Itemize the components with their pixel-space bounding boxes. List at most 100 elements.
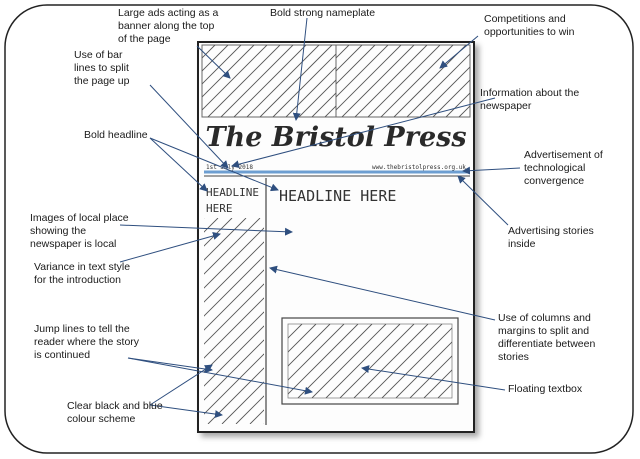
hatch-line bbox=[336, 45, 350, 59]
hatch-line bbox=[354, 45, 428, 117]
hatch-line bbox=[423, 369, 452, 398]
arrow-competitions bbox=[439, 35, 479, 69]
annotation-arrows bbox=[119, 17, 521, 418]
hatch-line bbox=[202, 45, 268, 111]
annotation-columns-margins: Use of columns and margins to split and … bbox=[498, 312, 596, 363]
hatch-line bbox=[204, 218, 261, 275]
hatch-line bbox=[393, 45, 467, 117]
arrow-jump-lines-side bbox=[127, 357, 213, 373]
annotation-bold-headline: Bold headline bbox=[84, 129, 148, 141]
floating-textbox bbox=[281, 317, 459, 405]
banner-ad-right bbox=[335, 44, 471, 118]
arrow-jump-lines-main bbox=[127, 357, 313, 395]
arrow-text-style bbox=[119, 232, 221, 263]
hatch-line bbox=[204, 241, 264, 303]
hatch-line bbox=[298, 79, 336, 117]
annotation-competitions: Competitions and opportunities to win bbox=[484, 13, 575, 38]
issue-date: 1st July 2018 bbox=[206, 164, 253, 171]
annotation-advertising-stories: Advertising stories inside bbox=[508, 225, 594, 250]
local-image-hatching bbox=[204, 218, 264, 424]
hatch-line bbox=[202, 45, 216, 59]
hatch-line bbox=[204, 269, 264, 331]
arrow-colour-scheme-lower bbox=[149, 404, 223, 418]
hatch-line bbox=[297, 324, 373, 398]
annotation-information: Information about the newspaper bbox=[480, 87, 580, 112]
arrow-bold-headline-side bbox=[149, 137, 208, 192]
hatch-line bbox=[204, 339, 264, 401]
annotation-images-local: Images of local place showing the newspa… bbox=[30, 212, 129, 250]
hatch-line bbox=[367, 324, 443, 398]
hatch-line bbox=[367, 45, 441, 117]
hatch-line bbox=[288, 324, 303, 339]
hatch-line bbox=[204, 353, 264, 415]
hatch-line bbox=[336, 45, 363, 72]
hatch-line bbox=[380, 45, 454, 117]
newspaper-page: The Bristol Press 1st July 2018 www.theb… bbox=[197, 41, 475, 433]
arrow-advertising-stories bbox=[457, 175, 509, 226]
arrow-bold-headline-main bbox=[149, 137, 279, 192]
hatch-line bbox=[202, 45, 255, 98]
hatch-line bbox=[336, 45, 376, 85]
banner-ad-right-hatching bbox=[336, 45, 470, 117]
hatch-line bbox=[432, 79, 470, 117]
hatch-line bbox=[325, 324, 401, 398]
hatch-line bbox=[204, 297, 264, 359]
hatch-line bbox=[233, 45, 307, 117]
hatch-line bbox=[288, 324, 331, 367]
headline-main: HEADLINE HERE bbox=[279, 187, 396, 205]
hatch-line bbox=[246, 45, 320, 117]
banner-ad-left-hatching bbox=[202, 45, 336, 117]
hatch-line bbox=[202, 45, 229, 72]
arrow-nameplate bbox=[292, 17, 308, 121]
hatch-line bbox=[259, 45, 333, 117]
hatch-line bbox=[202, 45, 242, 85]
nameplate: The Bristol Press bbox=[205, 122, 466, 153]
website-address: www.thebristolpress.org.uk bbox=[372, 164, 466, 171]
hatch-line bbox=[445, 92, 470, 117]
arrow-tech-convergence bbox=[462, 166, 521, 175]
annotation-text-style: Variance in text style for the introduct… bbox=[34, 261, 131, 286]
annotation-floating-textbox: Floating textbox bbox=[508, 383, 583, 395]
hatch-line bbox=[409, 355, 452, 398]
floating-textbox-hatching bbox=[288, 324, 452, 398]
hatch-line bbox=[204, 227, 264, 289]
arrow-banner-ads bbox=[196, 45, 231, 79]
arrow-colour-scheme-upper bbox=[149, 364, 213, 406]
hatch-line bbox=[406, 53, 470, 117]
hatch-line bbox=[311, 92, 336, 117]
floating-textbox-inner bbox=[287, 323, 453, 399]
hatch-line bbox=[288, 324, 345, 381]
hatch-line bbox=[353, 324, 429, 398]
hatch-line bbox=[204, 218, 247, 261]
annotation-colour-scheme: Clear black and blue colour scheme bbox=[67, 400, 163, 425]
annotation-tech-convergence: Advertisement of technological convergen… bbox=[524, 149, 603, 187]
annotation-jump-lines: Jump lines to tell the reader where the … bbox=[34, 323, 140, 361]
hatch-line bbox=[204, 311, 264, 373]
hatch-line bbox=[419, 66, 470, 117]
hatch-line bbox=[311, 324, 387, 398]
headline-side-line1: HEADLINE bbox=[206, 186, 259, 199]
hatch-line bbox=[381, 327, 452, 398]
hatch-line bbox=[288, 324, 359, 395]
arrow-columns-margins bbox=[269, 265, 496, 321]
hatch-line bbox=[341, 45, 415, 117]
arrow-images-local bbox=[119, 224, 293, 236]
annotation-bar-lines: Use of bar lines to split the page up bbox=[74, 49, 130, 87]
hatch-line bbox=[336, 45, 389, 98]
annotation-banner-ads: Large ads acting as a banner along the t… bbox=[118, 7, 219, 45]
hatch-line bbox=[204, 283, 264, 345]
arrow-floating-textbox bbox=[361, 365, 506, 391]
hatch-line bbox=[272, 53, 336, 117]
hatch-line bbox=[220, 45, 294, 117]
arrow-information bbox=[231, 97, 496, 169]
annotation-nameplate: Bold strong nameplate bbox=[270, 7, 376, 19]
hatch-line bbox=[207, 367, 264, 424]
arrow-bar-lines bbox=[149, 84, 229, 169]
hatch-line bbox=[221, 381, 264, 424]
hatch-line bbox=[207, 45, 281, 117]
hatch-line bbox=[288, 324, 317, 353]
hatch-line bbox=[437, 383, 452, 398]
headline-side-line2: HERE bbox=[206, 202, 233, 215]
hatch-line bbox=[336, 45, 402, 111]
